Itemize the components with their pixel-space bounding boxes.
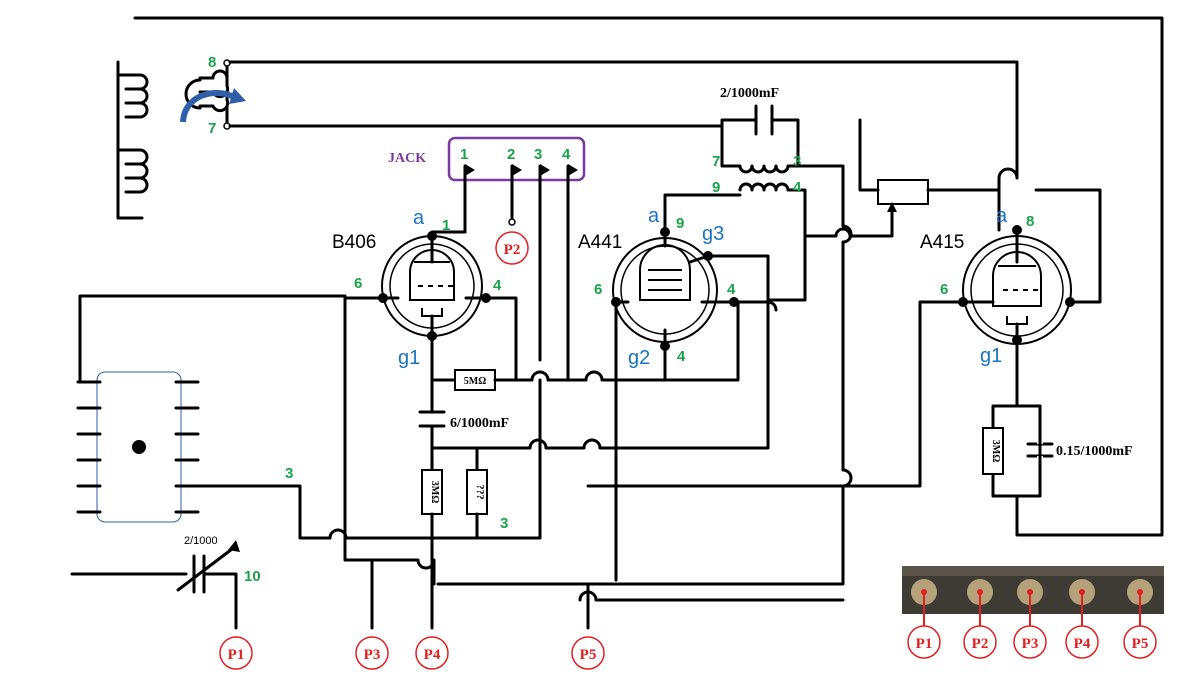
photo-p5-label: P5: [1132, 636, 1149, 652]
a441-g2-label: g2: [628, 347, 650, 369]
a415-pin-8: 8: [1026, 213, 1034, 230]
photo-p4-label: P4: [1074, 636, 1091, 652]
var-cap-pin-10: 10: [244, 568, 261, 585]
probe-p4-label: P4: [424, 647, 441, 663]
resistor-3m-right: [982, 427, 1004, 475]
top-feedback-wire: [133, 16, 1164, 537]
antenna-coil: [116, 60, 149, 220]
coupling-arrow: [180, 89, 238, 123]
b406-grid-label: g1: [398, 347, 420, 369]
r-unknown-label: ???: [474, 485, 485, 500]
tube-a415-name: A415: [920, 232, 964, 253]
r-3m-left-label: 3MΩ: [429, 481, 440, 503]
a415-anode-label: a: [996, 205, 1008, 227]
photo-p3-label: P3: [1022, 636, 1039, 652]
b406-pin4-wire: [484, 296, 518, 382]
feedback-capacitor: [720, 104, 800, 150]
r-3m-right-label: 3MΩ: [990, 440, 1001, 462]
terminal-photo: [902, 566, 1164, 628]
jack-label: JACK: [388, 151, 426, 166]
jack-box: [447, 136, 586, 182]
interstage-transformer: [663, 146, 807, 302]
coil-pin-8: 8: [208, 54, 216, 71]
probe-p2-label: P2: [504, 242, 521, 258]
res-pin-3: 3: [500, 515, 508, 532]
tr-pin-3: 3: [793, 153, 801, 170]
c-6-label: 6/1000mF: [450, 416, 509, 431]
coupling-arrow-head: [229, 88, 246, 104]
tube-a415: [958, 188, 1102, 345]
jack-pin-1: 1: [460, 146, 468, 163]
a441-pin-9: 9: [676, 215, 684, 232]
a441-g3-label: g3: [702, 223, 724, 245]
probe-p3-label: P3: [364, 647, 381, 663]
tube-a441: [611, 227, 739, 351]
r-5m-label: 5MΩ: [464, 376, 486, 387]
a415-grid-label: g1: [980, 345, 1002, 367]
switch-pin-3: 3: [285, 465, 293, 482]
b406-pin6-wire: [78, 294, 385, 382]
probe-p1-label: P1: [228, 647, 245, 663]
volume-control: [877, 179, 929, 205]
feedback-cap-label: 2/1000mF: [720, 86, 779, 101]
tr-3-wire: [436, 164, 853, 586]
probe-p2: [495, 231, 529, 265]
tube-b406-name: B406: [332, 232, 376, 253]
tr-pin-7: 7: [712, 153, 720, 170]
jack-pin-4: 4: [562, 146, 571, 163]
probe-p1: [219, 636, 253, 670]
coil-top-wire: [228, 60, 1019, 232]
c-015-label: 0.15/1000mF: [1056, 444, 1133, 459]
tr-pin-4: 4: [793, 179, 802, 196]
probe-p4: [415, 636, 449, 670]
jack-pin-2: 2: [507, 146, 515, 163]
a441-pin-g2: 4: [677, 348, 686, 365]
a441-pin-4: 4: [727, 281, 736, 298]
probe-p5: [571, 636, 605, 670]
b406-pin-6: 6: [354, 275, 362, 292]
jack-pin-3: 3: [534, 146, 542, 163]
a441-pin-6: 6: [594, 281, 602, 298]
b406-anode-label: a: [413, 207, 425, 229]
a415-pin-6: 6: [940, 281, 948, 298]
volume-wire: [803, 118, 1001, 238]
b406-pin-1: 1: [442, 217, 450, 234]
probe-p5-label: P5: [580, 647, 597, 663]
a441-anode-label: a: [648, 205, 660, 227]
probe-p3: [355, 636, 389, 670]
var-cap-label: 2/1000: [184, 535, 218, 547]
coil-pin-7: 7: [208, 120, 216, 137]
tr-pin-9: 9: [712, 179, 720, 196]
tube-b406: [378, 231, 491, 341]
photo-p1-label: P1: [916, 636, 933, 652]
b406-grid-wire: [430, 334, 457, 412]
tube-a441-name: A441: [578, 232, 622, 253]
b406-pin-4: 4: [493, 277, 502, 294]
photo-p2-label: P2: [972, 636, 989, 652]
